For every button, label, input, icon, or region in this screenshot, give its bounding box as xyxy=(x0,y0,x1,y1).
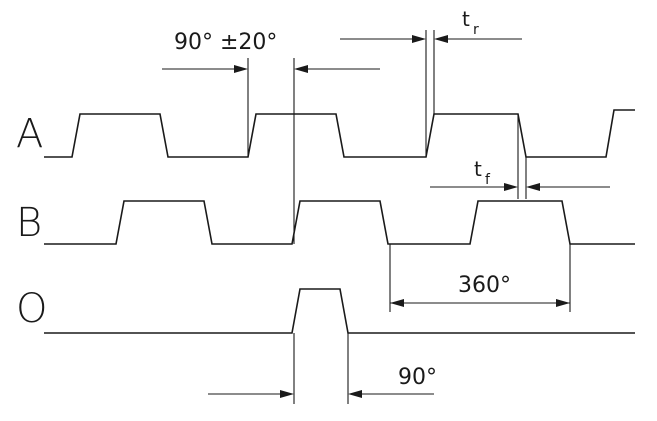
channel-a-label: A xyxy=(16,111,43,157)
fall-time-label: t xyxy=(474,157,482,181)
rise-time-label: t xyxy=(462,7,470,31)
channel-o-label: O xyxy=(16,286,47,332)
period-dimension xyxy=(389,244,571,312)
channel-a-waveform xyxy=(44,109,635,158)
phase-tolerance-dimension xyxy=(162,58,380,244)
index-width-dimension xyxy=(208,333,434,404)
rise-time-dimension xyxy=(340,30,522,157)
channel-b-waveform xyxy=(44,200,635,245)
phase-tolerance-label: 90° ±20° xyxy=(174,30,277,55)
period-label: 360° xyxy=(458,273,511,298)
channel-o-waveform xyxy=(44,288,635,334)
fall-time-dimension xyxy=(430,114,610,199)
fall-time-subscript: f xyxy=(485,172,491,188)
channel-b-label: B xyxy=(16,200,42,246)
rise-time-subscript: r xyxy=(473,22,479,38)
index-width-label: 90° xyxy=(398,365,437,390)
